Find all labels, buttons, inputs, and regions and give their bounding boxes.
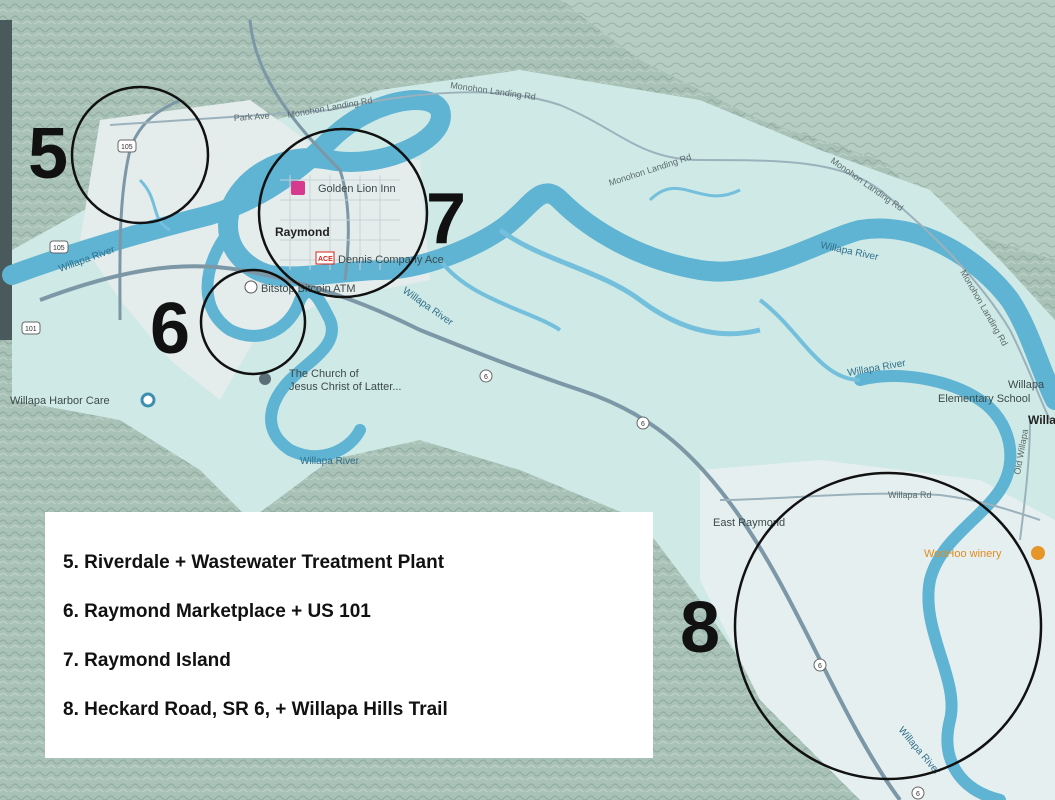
svg-text:6: 6 [818,663,822,670]
place-label-raymond: Raymond [275,225,330,239]
shield-105-b: 105 [49,240,69,254]
river-south-loop [201,224,366,463]
church-icon [259,373,271,385]
ace-badge: ACE [318,256,333,263]
svg-text:6: 6 [641,421,645,428]
place-label-willapa-school-2: Elementary School [938,393,1030,405]
legend-item-5: 5. Riverdale + Wastewater Treatment Plan… [63,552,445,573]
poi-label-harbor-care: Willapa Harbor Care [10,395,110,407]
poi-church[interactable]: The Church of Jesus Christ of Latter... [259,368,402,393]
place-label-east-raymond: East Raymond [713,517,785,529]
road-monohon [329,91,1051,421]
area-number-7: 7 [426,179,466,259]
area-circle-8 [733,471,1043,781]
river-label-5: Willapa River [300,456,360,467]
poi-bitstop[interactable]: Bitstop Bitcoin ATM [244,280,356,295]
road-north-south [248,19,350,281]
svg-text:101: 101 [25,326,37,333]
river-tributary-1 [498,227,761,337]
winery-icon [1031,546,1045,560]
poi-label-dennis: Dennis Company Ace [338,254,444,266]
shield-6-b: 6 [636,416,650,430]
slough-1 [138,178,171,232]
poi-woohoo[interactable]: WooHoo winery [924,546,1045,560]
svg-text:6: 6 [484,374,488,381]
poi-label-church-1: The Church of [289,368,360,380]
area-number-6: 6 [150,289,190,369]
road-label-park-ave: Park Ave [233,111,269,123]
legend-item-8: 8. Heckard Road, SR 6, + Willapa Hills T… [63,699,448,720]
medical-icon [140,392,156,408]
river-tributary-2 [438,258,562,332]
hardware-store-icon [315,251,335,265]
road-us101-sr6 [39,264,902,800]
poi-label-church-2: Jesus Christ of Latter... [289,381,402,393]
road-old-willapa [1019,419,1031,541]
shield-6-a: 6 [479,369,493,383]
river-main [2,90,1055,410]
river-east-branch [854,370,1017,800]
shield-6-d: 6 [911,786,925,800]
atm-icon [244,280,258,294]
street-grid [280,175,400,270]
svg-text:105: 105 [53,245,65,252]
svg-text:105: 105 [121,144,133,151]
east-lowland [700,460,1055,800]
legend-item-7: 7. Raymond Island [63,650,231,671]
poi-label-woohoo: WooHoo winery [924,548,1002,560]
place-label-willapa: Willa [1028,413,1055,427]
road-park-ave [109,109,331,126]
shield-101: 101 [21,321,41,335]
shield-6-c: 6 [813,658,827,672]
left-dark-strip [0,20,12,340]
area-number-8: 8 [680,588,720,668]
poi-golden-lion[interactable]: Golden Lion Inn [291,181,396,195]
legend-item-6: 6. Raymond Marketplace + US 101 [63,601,371,622]
river-tributary-4 [758,298,861,382]
area-circle-7 [257,127,429,299]
poi-dennis-company-ace[interactable]: ACE Dennis Company Ace [315,251,444,266]
svg-text:6: 6 [916,791,920,798]
area-number-5: 5 [28,114,68,194]
shield-105-a: 105 [117,139,137,153]
place-label-willapa-school-1: Willapa [1008,379,1045,391]
legend-list: 5. Riverdale + Wastewater Treatment Plan… [45,512,653,744]
area-circle-6 [199,268,307,376]
hotel-icon [291,181,305,195]
road-label-willapa-rd: Willapa Rd [888,490,932,500]
poi-harbor-care[interactable]: Willapa Harbor Care [10,392,156,408]
legend-box: 5. Riverdale + Wastewater Treatment Plan… [45,512,653,758]
road-willapa-rd [719,492,1041,521]
area-circle-5 [70,85,210,225]
river-tributary-3 [648,187,741,202]
road-sr105 [118,98,181,321]
poi-label-golden-lion: Golden Lion Inn [318,183,396,195]
